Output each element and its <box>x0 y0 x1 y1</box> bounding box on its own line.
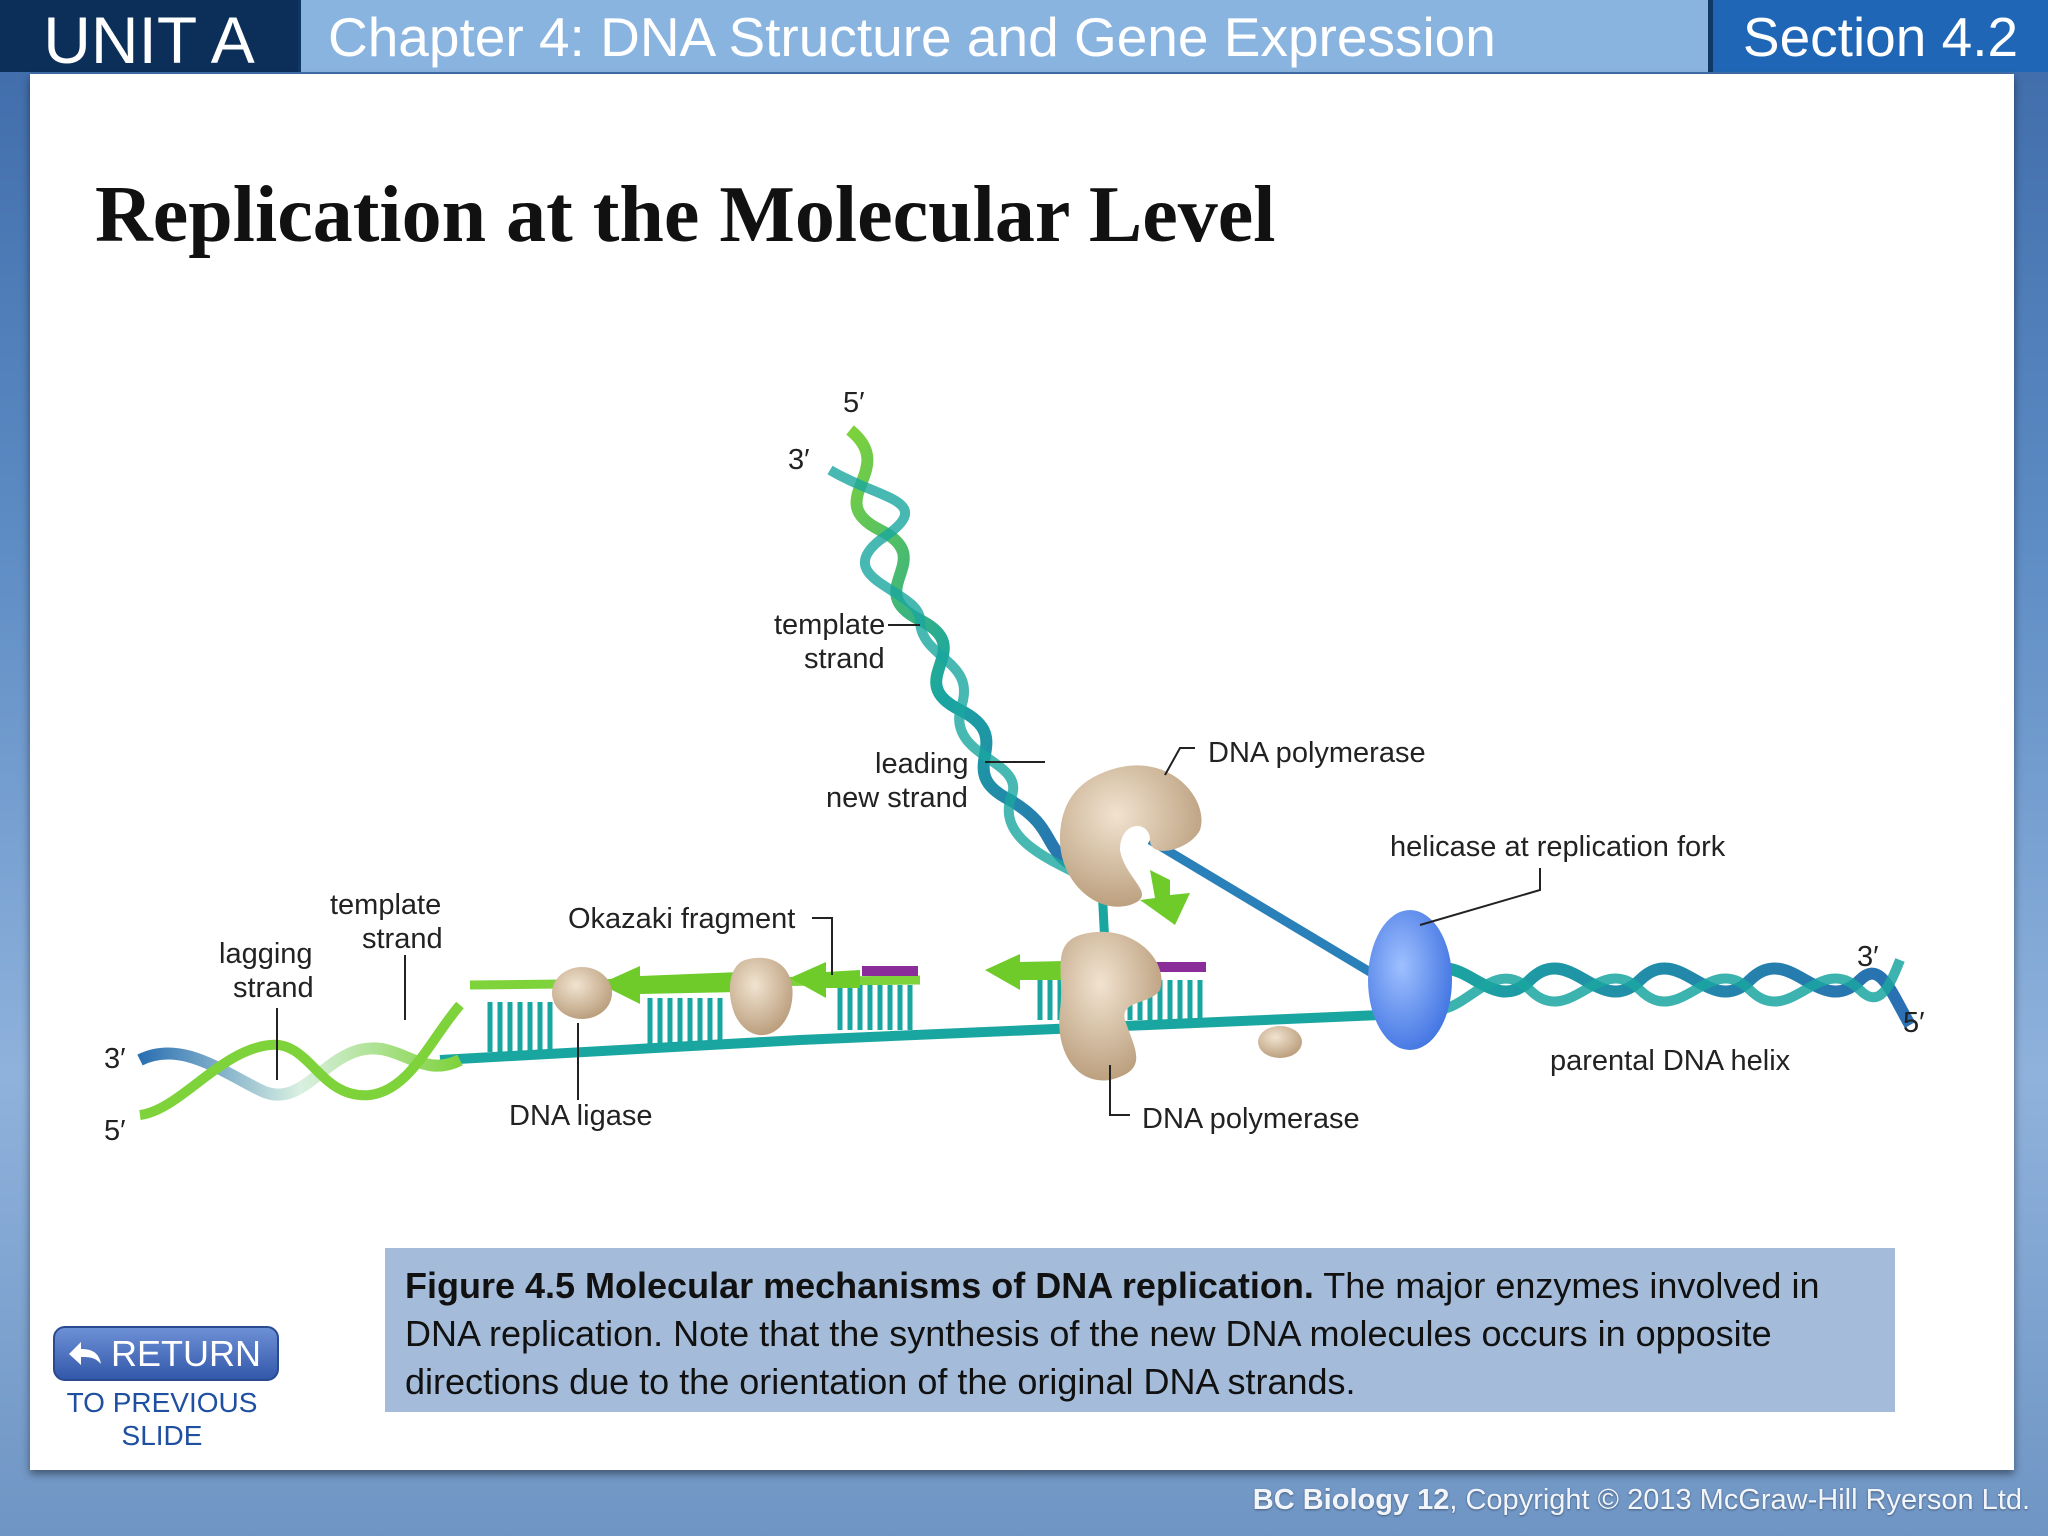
label-right-5prime: 5′ <box>1903 1007 1925 1039</box>
label-okazaki: Okazaki fragment <box>568 903 795 935</box>
label-dna-ligase: DNA ligase <box>509 1100 652 1132</box>
label-template-top-1: template <box>774 609 885 641</box>
parental-helix <box>1415 958 1916 1028</box>
label-leading-1: leading <box>875 748 969 780</box>
polymerase-lagging-enzyme <box>729 957 793 1036</box>
label-left-3prime: 3′ <box>104 1043 126 1075</box>
label-template-left-2: strand <box>362 923 443 955</box>
return-button[interactable]: RETURN <box>53 1326 279 1381</box>
polymerase-subunit <box>1258 1026 1302 1058</box>
return-label: RETURN <box>111 1333 261 1374</box>
label-template-top-2: strand <box>804 643 885 675</box>
label-template-left-1: template <box>330 889 441 921</box>
label-parental-helix: parental DNA helix <box>1550 1045 1791 1077</box>
section-label: Section 4.2 <box>1713 0 2048 72</box>
label-leading-2: new strand <box>826 782 968 814</box>
dna-ligase-enzyme <box>552 967 612 1019</box>
rna-primer <box>862 966 918 976</box>
dna-polymerase-top-enzyme <box>1060 765 1202 925</box>
synthesis-arrows <box>600 954 1110 1004</box>
dna-polymerase-bottom-enzyme <box>1059 931 1162 1081</box>
label-top-3prime: 3′ <box>788 444 810 476</box>
top-helix <box>827 425 1093 885</box>
label-lagging-1: lagging <box>219 938 313 970</box>
copyright-footer: BC Biology 12, Copyright © 2013 McGraw-H… <box>1253 1484 2030 1517</box>
footer-copyright: , Copyright © 2013 McGraw-Hill Ryerson L… <box>1449 1484 2030 1516</box>
lagging-template-line <box>439 1010 1381 1065</box>
left-helix <box>137 1001 464 1120</box>
caption-bold: Figure 4.5 Molecular mechanisms of DNA r… <box>405 1265 1314 1306</box>
return-arrow-icon <box>69 1342 101 1365</box>
label-lagging-2: strand <box>233 972 314 1004</box>
label-helicase: helicase at replication fork <box>1390 831 1726 863</box>
label-dna-polymerase-top: DNA polymerase <box>1208 737 1426 769</box>
figure-caption: Figure 4.5 Molecular mechanisms of DNA r… <box>385 1248 1895 1412</box>
footer-book: BC Biology 12 <box>1252 1484 1450 1516</box>
header-bar: UNIT A Chapter 4: DNA Structure and Gene… <box>0 0 2048 77</box>
caption-text: The major enzymes involved in DNA replic… <box>405 1265 1820 1402</box>
leading-strand-line <box>1147 836 1378 979</box>
label-dna-polymerase-bottom: DNA polymerase <box>1142 1103 1360 1135</box>
helicase-enzyme <box>1368 910 1452 1050</box>
label-top-5prime: 5′ <box>843 387 865 419</box>
label-right-3prime: 3′ <box>1857 941 1879 973</box>
return-sub-label[interactable]: TO PREVIOUS SLIDE <box>66 1387 258 1451</box>
unit-label: UNIT A <box>0 0 298 77</box>
chapter-title: Chapter 4: DNA Structure and Gene Expres… <box>301 0 1708 72</box>
label-left-5prime: 5′ <box>104 1115 126 1147</box>
leader-lines <box>276 624 1541 1116</box>
rna-primer <box>1150 962 1206 972</box>
slide-title: Replication at the Molecular Level <box>95 171 1276 259</box>
slide-panel <box>30 74 2014 1470</box>
